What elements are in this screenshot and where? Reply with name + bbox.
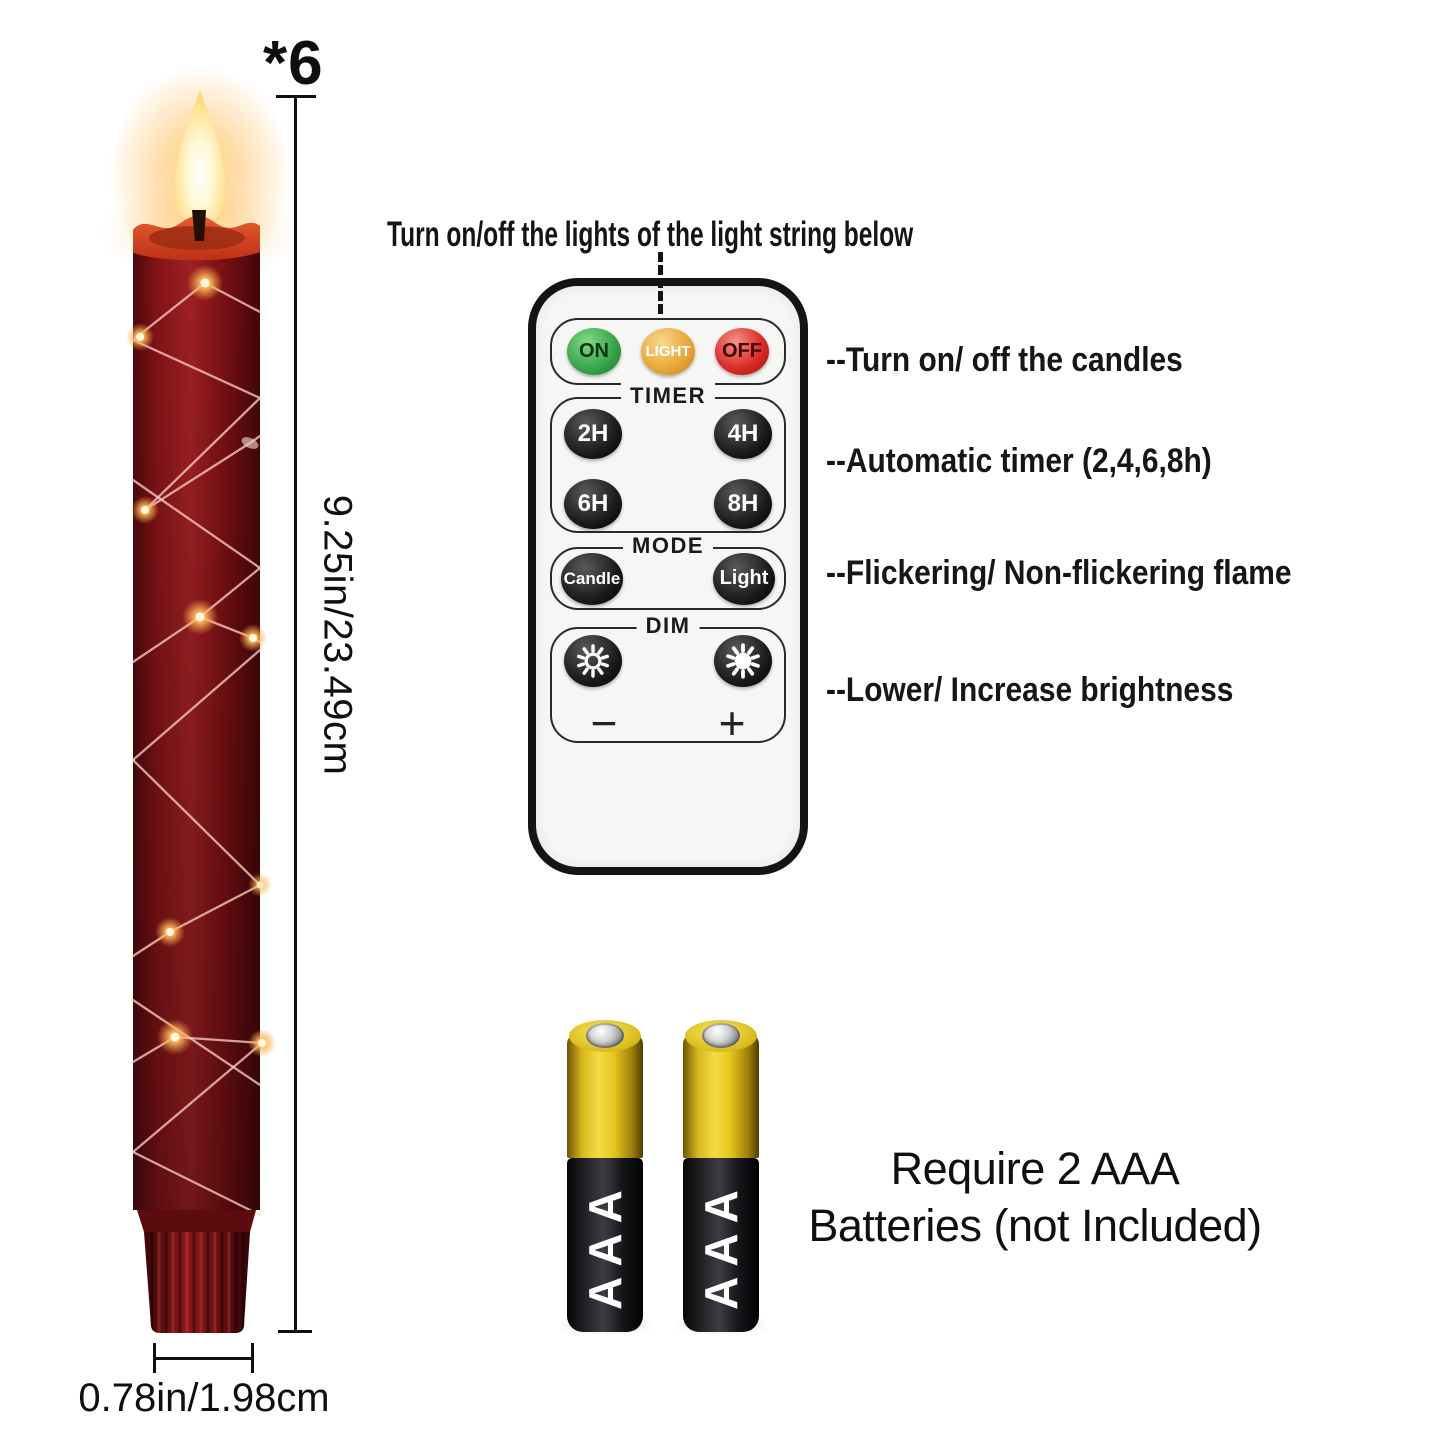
mode-section: MODE Candle Light xyxy=(550,533,786,610)
dim-up-button[interactable] xyxy=(714,635,772,687)
annotation-timer: --Automatic timer (2,4,6,8h) xyxy=(826,442,1212,480)
width-dimension-right-tick xyxy=(251,1343,254,1373)
battery-requirement-note: Require 2 AAA Batteries (not Included) xyxy=(795,1140,1275,1254)
on-button[interactable]: ON xyxy=(567,328,621,375)
off-button[interactable]: OFF xyxy=(715,328,769,375)
battery-cap xyxy=(567,1034,643,1158)
timer-section: TIMER 2H 4H 6H 8H xyxy=(550,383,786,533)
battery-size-label: AAA xyxy=(695,1180,747,1310)
dim-section: DIM xyxy=(550,613,786,749)
timer-2h-button[interactable]: 2H xyxy=(564,409,622,459)
battery-body: AAA xyxy=(567,1158,643,1332)
candle-mode-button[interactable]: Candle xyxy=(561,552,623,605)
width-dimension-line xyxy=(155,1357,253,1360)
width-dimension-label: 0.78in/1.98cm xyxy=(78,1376,330,1420)
brightness-minus-button[interactable]: − xyxy=(590,697,618,749)
dim-down-button[interactable] xyxy=(564,635,622,687)
flame xyxy=(174,90,226,224)
candle-illustration xyxy=(100,66,300,1333)
annotation-power: --Turn on/ off the candles xyxy=(826,341,1183,379)
caption-pointer-line xyxy=(658,252,663,314)
mode-section-label: MODE xyxy=(623,533,713,559)
candle-base xyxy=(144,1232,250,1333)
battery-terminal xyxy=(586,1023,624,1048)
wick xyxy=(192,210,206,241)
remote-caption: Turn on/off the lights of the light stri… xyxy=(387,215,914,254)
battery-body: AAA xyxy=(683,1158,759,1332)
annotation-brightness: --Lower/ Increase brightness xyxy=(826,671,1234,709)
timer-4h-button[interactable]: 4H xyxy=(714,409,772,459)
timer-6h-button[interactable]: 6H xyxy=(564,479,622,529)
remote-control: ON LIGHT OFF TIMER 2H 4H 6H 8H MODE Cand… xyxy=(528,278,808,875)
sun-bright-icon xyxy=(726,643,760,679)
aaa-battery: AAA xyxy=(567,1020,643,1332)
battery-cap xyxy=(683,1034,759,1158)
battery-size-label: AAA xyxy=(579,1180,631,1310)
power-button-section: ON LIGHT OFF xyxy=(550,318,786,385)
light-mode-button[interactable]: Light xyxy=(713,552,775,605)
aaa-battery: AAA xyxy=(683,1020,759,1332)
height-dimension-line xyxy=(294,97,297,1333)
width-dimension-left-tick xyxy=(153,1343,156,1373)
led-lights xyxy=(126,265,276,1057)
battery-note-line2: Batteries (not Included) xyxy=(808,1200,1262,1251)
battery-terminal xyxy=(702,1023,740,1048)
light-button[interactable]: LIGHT xyxy=(641,328,695,375)
quantity-label: *6 xyxy=(263,29,324,98)
height-dimension-bottom-tick xyxy=(278,1330,312,1333)
battery-note-line1: Require 2 AAA xyxy=(890,1143,1180,1194)
dim-section-label: DIM xyxy=(636,613,700,639)
annotation-mode: --Flickering/ Non-flickering flame xyxy=(826,554,1292,592)
height-dimension-top-tick xyxy=(276,95,316,98)
timer-section-label: TIMER xyxy=(621,383,715,409)
timer-8h-button[interactable]: 8H xyxy=(714,479,772,529)
brightness-plus-button[interactable]: + xyxy=(718,697,746,749)
sun-dim-icon xyxy=(577,644,609,678)
height-dimension-label: 9.25in/23.49cm xyxy=(315,494,360,776)
